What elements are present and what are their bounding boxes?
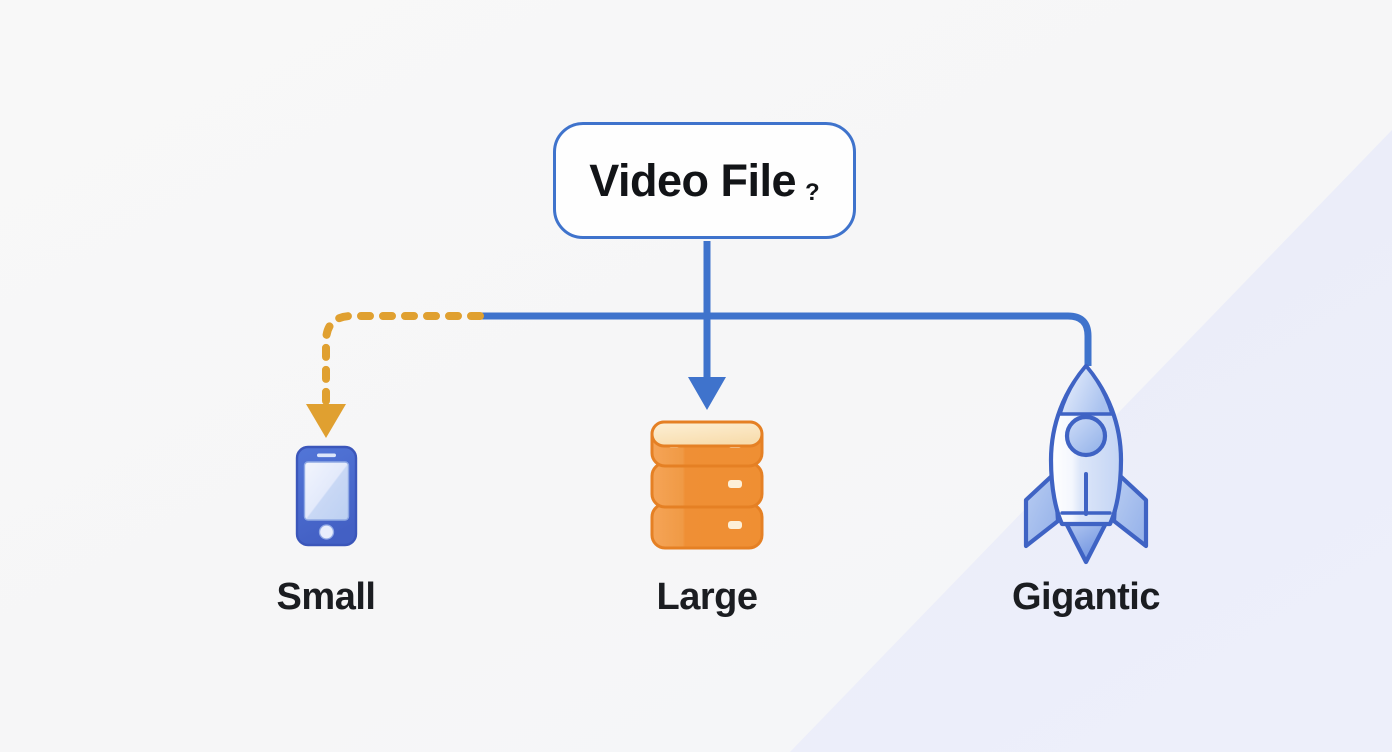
rocket-icon [1023, 363, 1149, 565]
rocket-flame [1062, 518, 1110, 565]
title-question-mark: ? [805, 178, 820, 206]
title-box[interactable]: Video File ? [553, 122, 856, 239]
title-label: Video File [589, 154, 797, 206]
connector-large-arrowhead [688, 377, 726, 410]
node-label-small: Small [276, 576, 376, 618]
connector-bus-line [478, 312, 1092, 366]
database-icon [650, 420, 764, 550]
rocket-window [1064, 414, 1108, 458]
rocket-nose [1058, 364, 1114, 416]
node-label-large: Large [656, 576, 758, 618]
title-text-wrap: Video File ? [589, 155, 819, 207]
connector-small-arrowhead [306, 404, 346, 438]
connector-small-path [322, 312, 484, 408]
node-label-gigantic: Gigantic [1011, 576, 1161, 618]
smartphone-icon [295, 445, 358, 547]
